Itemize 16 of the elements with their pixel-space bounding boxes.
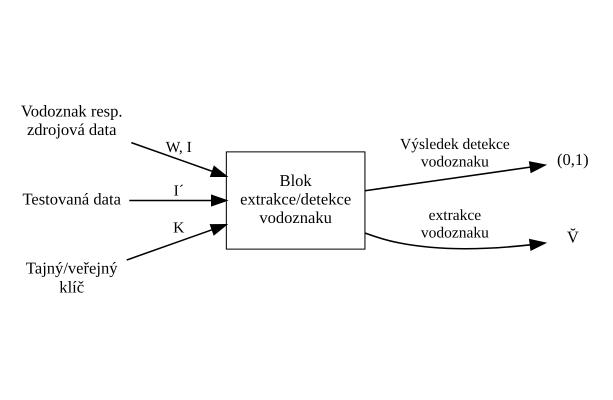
node-box: Blok extrakce/detekce vodoznaku xyxy=(226,150,366,250)
node-text: Tajný/veřejný klíč xyxy=(26,258,118,296)
edge-label: W, I xyxy=(166,138,192,156)
edge-label: Výsledek detekce vodoznaku xyxy=(400,135,510,170)
edge-label: I´ xyxy=(174,182,184,199)
arrow xyxy=(129,194,229,206)
edge-label: K xyxy=(173,219,184,236)
node-text: Testovaná data xyxy=(22,188,121,208)
arrow xyxy=(131,141,228,177)
edge-label: extrakce vodoznaku xyxy=(420,206,489,242)
node-text: V̆ xyxy=(566,227,579,246)
arrow xyxy=(126,224,228,260)
arrow xyxy=(364,160,548,191)
node-text: (0,1) xyxy=(556,150,589,169)
arrow xyxy=(364,232,548,250)
node-text: Vodoznak resp. zdrojová data xyxy=(20,101,123,139)
